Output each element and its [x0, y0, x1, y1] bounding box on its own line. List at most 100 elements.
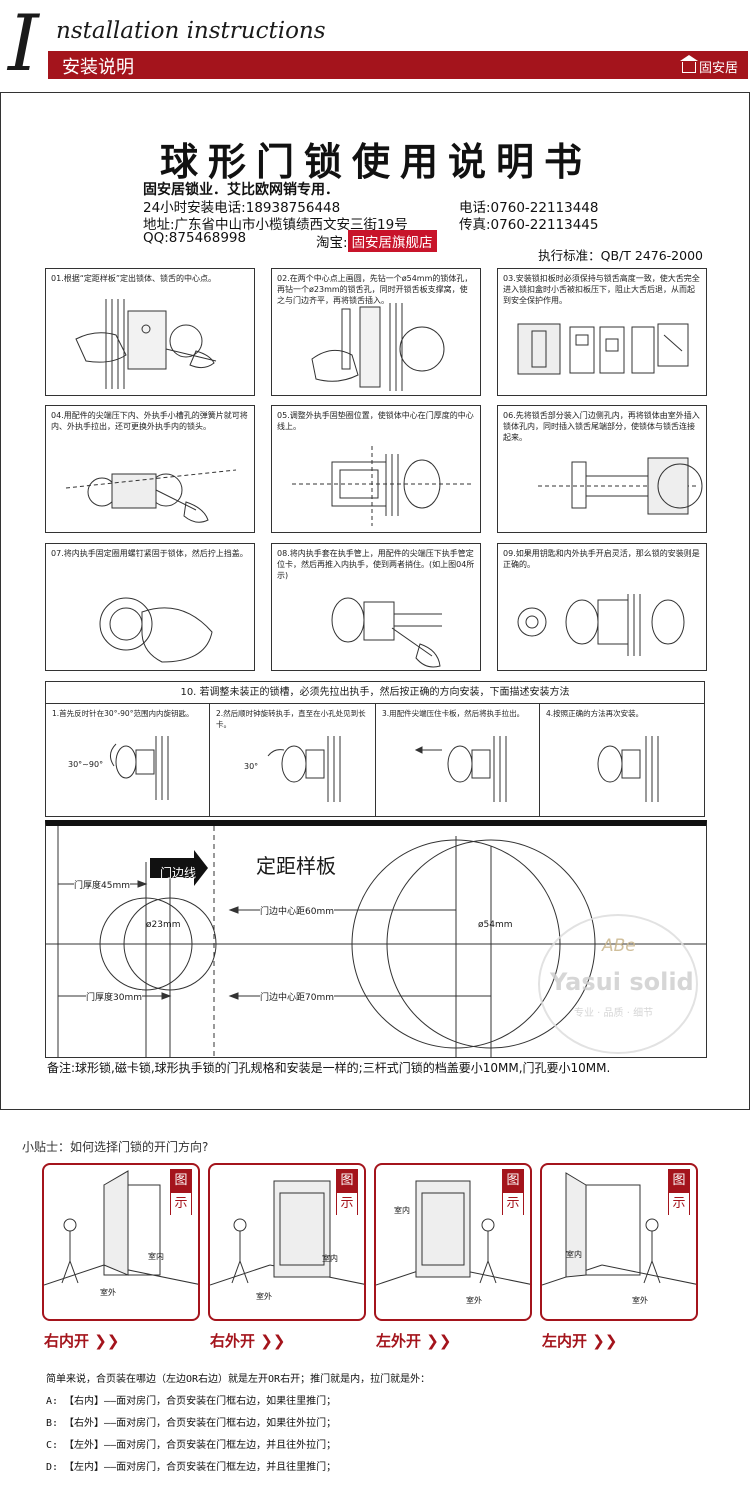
explain-line-b: B: 【右外】——面对房门，合页安装在门框右边，如果往外拉门； [46, 1418, 337, 1429]
step-10-sub-4-text: 4.按照正确的方法再次安装。 [546, 709, 644, 718]
step-07-illustration [99, 597, 213, 663]
step-10-sub-4: 4.按照正确的方法再次安装。 [540, 704, 706, 817]
door-3-badge: 图示 [502, 1169, 524, 1215]
step-08-illustration [331, 597, 442, 668]
thickness-45: 门厚度45mm [74, 878, 130, 891]
door-3-indoor: 室内 [394, 1206, 410, 1215]
door-label-2-text: 右外开 [210, 1332, 256, 1350]
door-label-2: 右外开 ❯❯ [210, 1330, 285, 1351]
step-10-sub-2-angle: 30° [244, 762, 259, 771]
step-10-sub-4-illustration [597, 736, 659, 802]
manual-sheet: 球形门锁使用说明书 固安居锁业．艾比欧网销专用． 24小时安装电话:189387… [0, 92, 750, 1110]
address: 地址:广东省中山市小榄镇绩西文安三街19号 [143, 217, 408, 233]
header-title-en: nstallation instructions [56, 18, 326, 44]
step-01-text: 01.根据“定距样板”定出锁体、锁舌的中心点。 [51, 274, 217, 283]
header-bar [48, 51, 748, 79]
distance-template: 门边线 定距样板 门厚度45mm 门厚度30mm 门边中心距60mm 门边中心距… [45, 820, 707, 1058]
step-10-sub-2: 2.然后顺时钟旋转执手，直至在小孔处见到长卡。 30° [210, 704, 376, 817]
step-03-illustration [517, 323, 689, 375]
door-2-badge-bottom: 示 [337, 1192, 357, 1215]
step-08: 08.将内执手套在执手管上，用配件的尖端压下执手管定位卡，然后再推入内执手，使到… [271, 543, 481, 671]
distance-60: 门边中心距60mm [260, 904, 334, 917]
door-1-badge: 图示 [170, 1169, 192, 1215]
header-brand-text: 固安居 [698, 61, 738, 76]
explain-line-0: 简单来说，合页装在哪边（左边OR右边）就是左开OR右开；推门就是内，拉门就是外： [46, 1374, 431, 1385]
header-brand: 固安居 [679, 55, 738, 76]
qq: QQ:875468998 [143, 230, 247, 246]
explain-line-d: D: 【左内】——面对房门，合页安装在门框左边，并且往里推门； [46, 1462, 337, 1473]
door-label-1: 右内开 ❯❯ [44, 1330, 119, 1351]
taobao: 淘宝:固安居旗舰店 [316, 230, 437, 252]
step-10-sub-3: 3.用配件尖端压住卡板，然后将执手拉出。 [376, 704, 540, 817]
door-4-badge: 图示 [668, 1169, 690, 1215]
door-4-badge-top: 图 [672, 1173, 686, 1188]
step-06-illustration [538, 457, 703, 515]
door-4-indoor: 室内 [566, 1250, 582, 1259]
door-2-badge: 图示 [336, 1169, 358, 1215]
step-10-sub-1-text: 1.首先反时针在30°-90°范围内内旋钥匙。 [52, 709, 194, 718]
watermark-logo: ABe [602, 936, 636, 956]
standard: 执行标准：QB/T 2476-2000 [538, 248, 703, 263]
step-03-text: 03.安装锁扣板时必须保持与锁舌高度一致，使大舌完全进入锁扣盒时小舌被扣板压下，… [503, 274, 700, 305]
door-diagram-1: 室内 室外 图示 [42, 1163, 200, 1321]
step-04-text: 04.用配件的尖端压下内、外执手小槽孔的弹簧片就可将内、外执手拉出，还可更换外执… [51, 411, 248, 431]
step-10: 10. 若调整未装正的锁槽，必须先拉出执手，然后按正确的方向安装，下面描述安装方… [45, 681, 705, 817]
header-title-cn: 安装说明 [62, 57, 134, 78]
remark: 备注:球形锁,磁卡锁,球形执手锁的门孔规格和安装是一样的;三杆式门锁的档盖要小1… [47, 1061, 611, 1075]
step-02: 02.在两个中心点上画圆，先钻一个ø54mm的锁体孔，再钻一个ø23mm的锁舌孔… [271, 268, 481, 396]
step-01-illustration [75, 299, 217, 389]
step-10-sub-3-text: 3.用配件尖端压住卡板，然后将执手拉出。 [382, 709, 525, 718]
door-4-outdoor: 室外 [632, 1296, 648, 1305]
door-3-badge-top: 图 [506, 1173, 520, 1188]
step-03: 03.安装锁扣板时必须保持与锁舌高度一致，使大舌完全进入锁扣盒时小舌被扣板压下，… [497, 268, 707, 396]
step-06: 06.先将锁舌部分装入门边侧孔内，再将锁体由室外插入锁体孔内，同时插入锁舌尾端部… [497, 405, 707, 533]
door-label-1-text: 右内开 [44, 1332, 90, 1350]
step-10-sub-1-illustration [110, 736, 169, 800]
door-label-3-text: 左外开 [376, 1332, 422, 1350]
step-09: 09.如果用钥匙和内外执手开启灵活，那么锁的安装则是正确的。 [497, 543, 707, 671]
step-10-sub-2-text: 2.然后顺时钟旋转执手，直至在小孔处见到长卡。 [216, 709, 366, 729]
explain-line-c: C: 【左外】——面对房门，合页安装在门框左边，并且往外拉门； [46, 1440, 337, 1451]
door-1-outdoor: 室外 [100, 1288, 116, 1297]
phone: 电话:0760-22113448 [459, 200, 599, 216]
tips-title: 小贴士：如何选择门锁的开门方向? [22, 1140, 209, 1154]
watermark-name: Yasui solid [550, 968, 694, 996]
step-10-sub-2-illustration [267, 736, 341, 802]
door-1-indoor: 室内 [148, 1252, 164, 1261]
door-label-4: 左内开 ❯❯ [542, 1330, 617, 1351]
thickness-30: 门厚度30mm [86, 990, 142, 1003]
house-icon [679, 55, 698, 73]
install-phone: 24小时安装电话:18938756448 [143, 200, 341, 216]
door-diagram-4: 室内 室外 图示 [540, 1163, 698, 1321]
step-05: 05.调整外执手固垫圈位置，使锁体中心在门厚度的中心线上。 [271, 405, 481, 533]
diameter-23: ø23mm [146, 920, 181, 930]
door-3-outdoor: 室外 [466, 1296, 482, 1305]
door-1-badge-bottom: 示 [171, 1192, 191, 1215]
door-drawing-2 [210, 1180, 364, 1286]
taobao-shop: 固安居旗舰店 [347, 230, 437, 252]
door-diagram-3: 室内 室外 图示 [374, 1163, 532, 1321]
diameter-54: ø54mm [478, 920, 513, 930]
step-04: 04.用配件的尖端压下内、外执手小槽孔的弹簧片就可将内、外执手拉出，还可更换外执… [45, 405, 255, 533]
door-label-4-text: 左内开 [542, 1332, 588, 1350]
door-3-badge-bottom: 示 [503, 1192, 523, 1215]
manual-title: 球形门锁使用说明书 [159, 140, 592, 184]
door-label-3: 左外开 ❯❯ [376, 1330, 451, 1351]
step-05-text: 05.调整外执手固垫圈位置，使锁体中心在门厚度的中心线上。 [277, 411, 474, 431]
door-drawing-3 [376, 1180, 530, 1286]
step-09-illustration [517, 594, 685, 656]
step-08-text: 08.将内执手套在执手管上，用配件的尖端压下执手管定位卡，然后再推入内执手，使到… [277, 549, 475, 580]
taobao-label: 淘宝: [316, 235, 348, 251]
double-chevron-icon: ❯❯ [426, 1332, 452, 1350]
double-chevron-icon: ❯❯ [94, 1332, 120, 1350]
door-2-indoor: 室内 [322, 1254, 338, 1263]
step-02-illustration [311, 303, 445, 391]
step-07: 07.将内执手固定圈用螺钉紧固于锁体，然后拧上挡盖。 [45, 543, 255, 671]
door-edge-label: 门边线 [160, 866, 197, 880]
template-title: 定距样板 [256, 854, 336, 878]
door-drawing-1 [44, 1170, 198, 1286]
step-10-sub-3-illustration [414, 736, 507, 802]
door-drawing-4 [542, 1172, 696, 1286]
distance-70: 门边中心距70mm [260, 990, 334, 1003]
step-07-text: 07.将内执手固定圈用螺钉紧固于锁体，然后拧上挡盖。 [51, 549, 248, 558]
